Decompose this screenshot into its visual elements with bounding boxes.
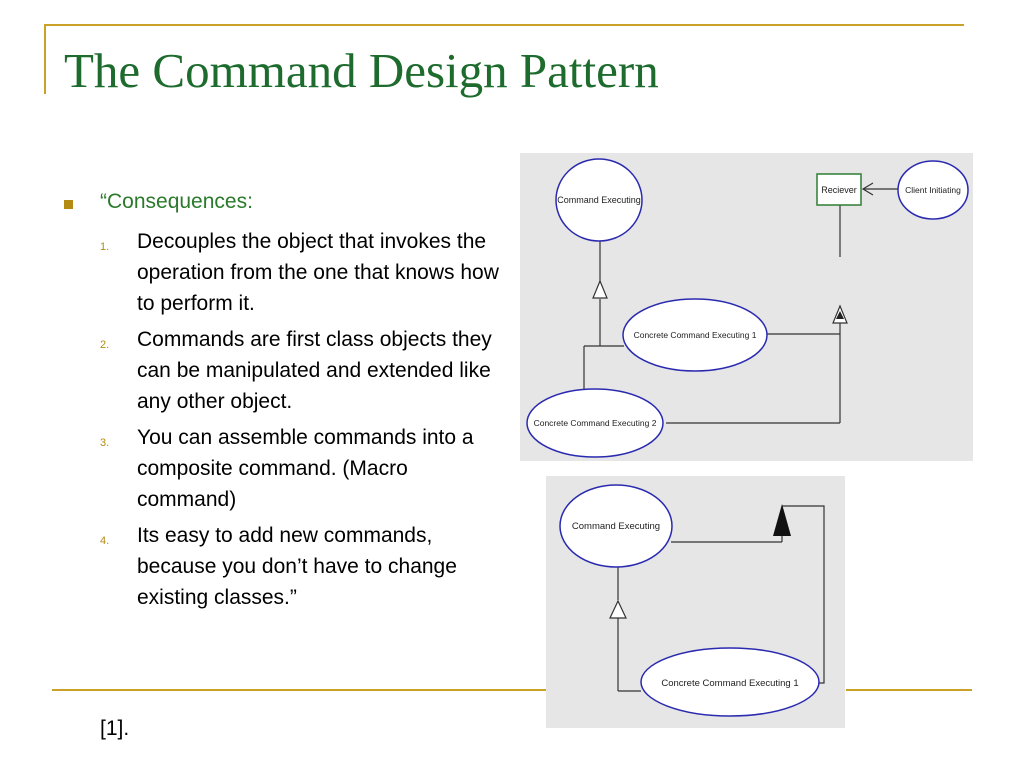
reference-citation: [1]. <box>100 717 130 740</box>
concrete-command-1-label: Concrete Command Executing 1 <box>634 330 757 340</box>
top-rule <box>44 24 964 26</box>
list-item-text: You can assemble commands into a composi… <box>137 426 474 511</box>
list-number: 3. <box>100 437 110 449</box>
command-executing-node <box>555 158 643 242</box>
macro-command-diagram: Command Executing Concrete Command Execu… <box>546 476 845 728</box>
association-arrow-icon <box>861 182 874 196</box>
command-pattern-diagram: Command Executing Reciever Client Initia… <box>520 153 973 461</box>
list-item-text: Its easy to add new commands, because yo… <box>137 524 457 609</box>
filled-arrow-icon <box>836 311 844 319</box>
list-item: 2. Commands are first class objects they … <box>100 324 500 417</box>
list-item: 1. Decouples the object that invokes the … <box>100 226 500 319</box>
slide-title: The Command Design Pattern <box>64 43 659 98</box>
diagram-2-svg: Command Executing Concrete Command Execu… <box>559 484 825 717</box>
client-initiating-label: Client Initiating <box>905 185 961 195</box>
list-item: 3. You can assemble commands into a compo… <box>100 422 500 515</box>
list-item-text: Decouples the object that invokes the op… <box>137 230 499 315</box>
receiver-node <box>816 173 862 206</box>
list-number: 1. <box>100 241 110 253</box>
concrete-command-2-label: Concrete Command Executing 2 <box>534 418 657 428</box>
list-item: 4. Its easy to add new commands, because … <box>100 520 500 613</box>
concrete-command-2-node <box>526 388 664 458</box>
client-initiating-node <box>897 160 969 220</box>
inheritance-arrow-icon <box>609 599 627 619</box>
list-number: 2. <box>100 339 110 351</box>
inheritance-arrow-icon <box>592 279 608 299</box>
bottom-rule-right <box>846 689 972 691</box>
square-bullet-icon <box>64 200 73 209</box>
command-executing-node <box>559 484 673 568</box>
bottom-rule-left <box>52 689 546 691</box>
command-executing-label: Command Executing <box>557 195 641 205</box>
left-rule <box>44 24 46 94</box>
consequences-list: 1. Decouples the object that invokes the … <box>100 226 500 618</box>
consequences-heading: “Consequences: <box>100 190 253 213</box>
list-item-text: Commands are first class objects they ca… <box>137 328 492 413</box>
concrete-command-1-node <box>622 298 768 372</box>
filled-arrow-icon <box>773 504 791 536</box>
diagram-1-svg: Command Executing Reciever Client Initia… <box>526 158 969 458</box>
command-executing-label: Command Executing <box>572 521 660 532</box>
concrete-command-1-label: Concrete Command Executing 1 <box>661 678 798 689</box>
receiver-label: Reciever <box>821 185 857 195</box>
list-number: 4. <box>100 535 110 547</box>
connector-line <box>782 505 825 684</box>
concrete-command-1-node <box>640 647 820 717</box>
